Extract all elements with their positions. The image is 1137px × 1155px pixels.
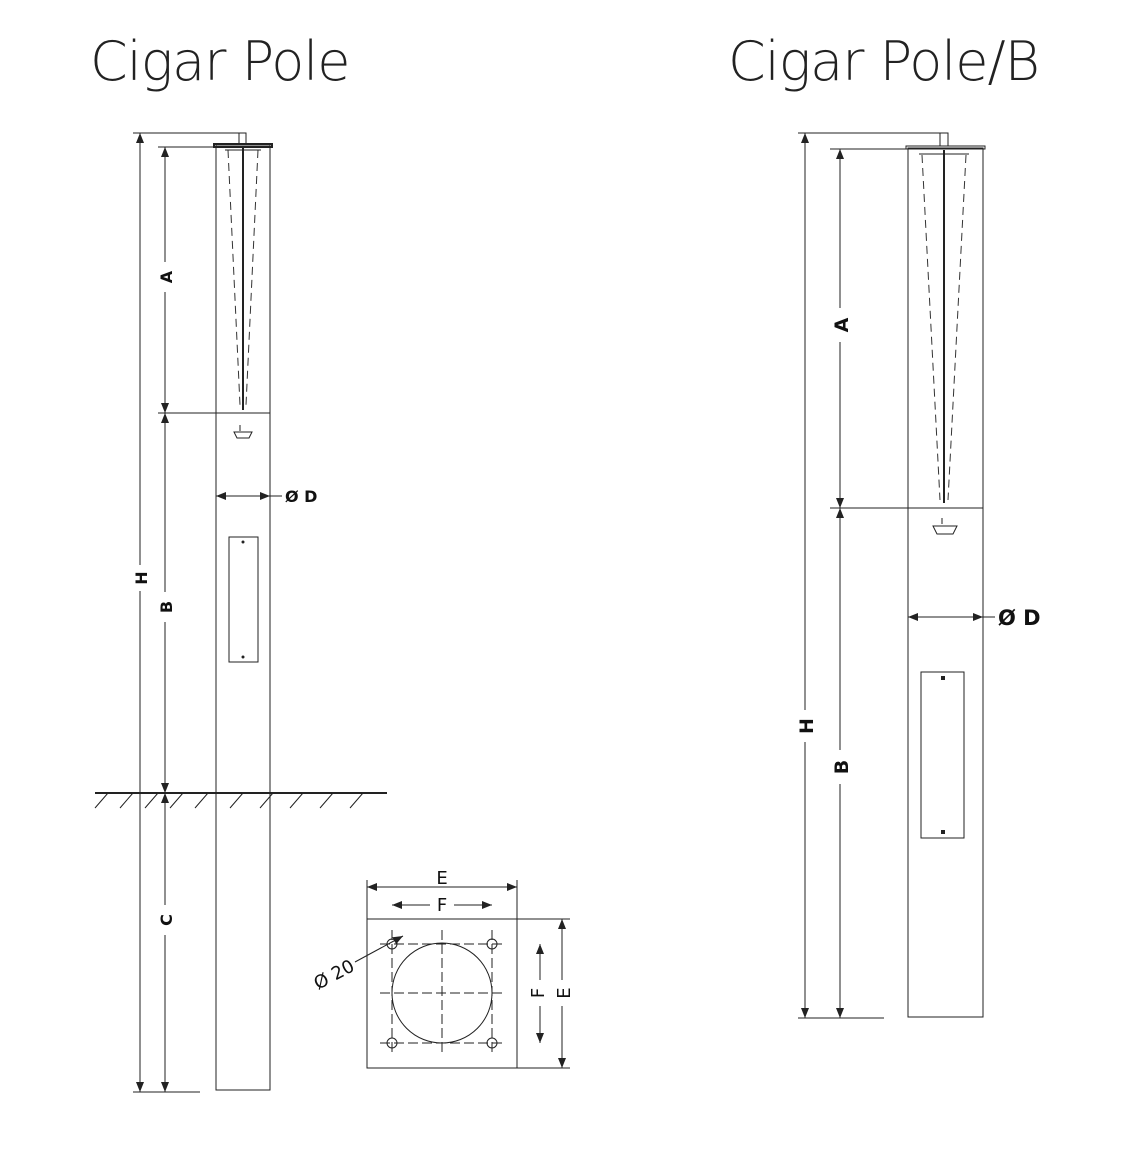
dim-diameter-label: Ø D [285,487,317,506]
ground-line [94,792,387,809]
dim-f-side: F [528,988,549,998]
dim-b-label: B [157,601,176,613]
right-pole [905,132,986,1018]
hole-diameter-label: Ø 20 [310,956,358,995]
dim-a-label: A [157,270,176,283]
dim-h-label: H [796,718,818,734]
dim-f-top: F [437,895,447,916]
dim-h-label: H [132,571,151,584]
left-pole [213,132,273,1091]
dim-a-label: A [831,317,853,332]
dim-e-top: E [436,868,447,889]
right-dimensions: H A B Ø D [795,132,1041,1019]
dim-e-side: E [554,987,575,998]
base-plate: E F F E Ø 20 [310,868,575,1069]
title-cigar-pole-b: Cigar Pole/B [728,30,1040,93]
title-cigar-pole: Cigar Pole [90,30,350,93]
access-panel [920,671,965,839]
dim-c-label: C [157,914,176,926]
dim-b-label: B [831,760,853,774]
access-panel [228,536,259,663]
dim-diameter-label: Ø D [998,606,1041,630]
left-dimensions: H A B C Ø D [130,132,317,1093]
